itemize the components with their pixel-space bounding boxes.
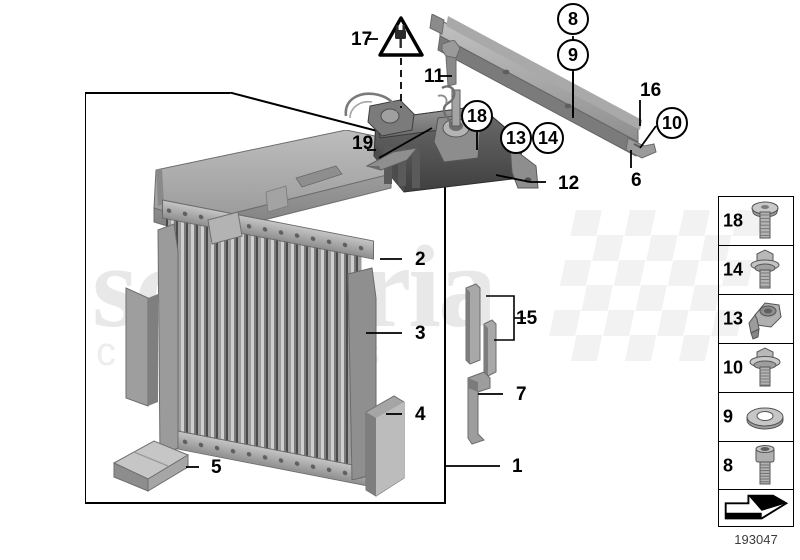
group-boundary-bottom [85, 502, 445, 504]
legend-ref-number: 8 [723, 455, 734, 475]
fastener-legend: 18 14 13 10 9 8 [718, 196, 794, 490]
part-cross-member-end-bracket [441, 40, 461, 87]
callout-1: 1 [512, 456, 523, 477]
part-trim-strip-long [465, 283, 481, 365]
callout-17: 17 [351, 29, 373, 50]
part-wiring-harness [344, 85, 456, 127]
direction-arrow-icon [724, 494, 789, 520]
diagram-id-number: 193047 [734, 532, 778, 547]
legend-row-13: 13 [718, 294, 794, 343]
legend-ref-number: 18 [723, 210, 744, 231]
callout-8: 8 [557, 3, 589, 35]
part-foam-block [112, 440, 190, 492]
flat-washer-icon [741, 393, 789, 441]
flange-screw-washer-icon [741, 246, 789, 294]
callout-3: 3 [415, 323, 426, 344]
warning-triangle-icon [378, 16, 424, 57]
callout-9: 9 [557, 39, 589, 71]
legend-ref-number: 10 [723, 357, 744, 378]
legend-row-10: 10 [718, 343, 794, 392]
callout-13: 13 [500, 122, 532, 154]
part-support-bracket [467, 371, 491, 445]
group-boundary-top [85, 92, 230, 94]
flange-bolt-washer-icon [741, 344, 789, 392]
callout-5: 5 [211, 457, 222, 478]
legend-row-8: 8 [718, 441, 794, 490]
callout-7: 7 [516, 384, 527, 405]
legend-row-18: 18 [718, 196, 794, 245]
legend-ref-number: 14 [723, 259, 744, 280]
callout-2: 2 [415, 249, 426, 270]
part-upper-cross-member [429, 14, 657, 159]
pan-head-screw-icon [741, 197, 789, 245]
part-left-air-guide [125, 287, 158, 407]
callout-14: 14 [532, 122, 564, 154]
callout-19: 19 [352, 133, 374, 154]
callout-4: 4 [415, 404, 426, 425]
legend-row-14: 14 [718, 245, 794, 294]
legend-row-9: 9 [718, 392, 794, 441]
callout-12: 12 [558, 173, 580, 194]
callout-6: 6 [631, 170, 642, 191]
direction-arrow-box [718, 489, 794, 527]
callout-16: 16 [640, 80, 662, 101]
group-boundary-right [444, 150, 446, 504]
socket-head-cap-screw-icon [741, 442, 789, 489]
legend-ref-number: 9 [723, 406, 734, 427]
callout-10: 10 [656, 107, 688, 139]
callout-bracket-15 [486, 295, 526, 341]
legend-ref-number: 13 [723, 308, 744, 329]
callout-11: 11 [424, 66, 445, 87]
callout-15: 15 [516, 308, 538, 329]
clamp-nut-icon [741, 295, 789, 343]
part-side-air-guide [365, 395, 405, 497]
callout-18: 18 [461, 100, 493, 132]
